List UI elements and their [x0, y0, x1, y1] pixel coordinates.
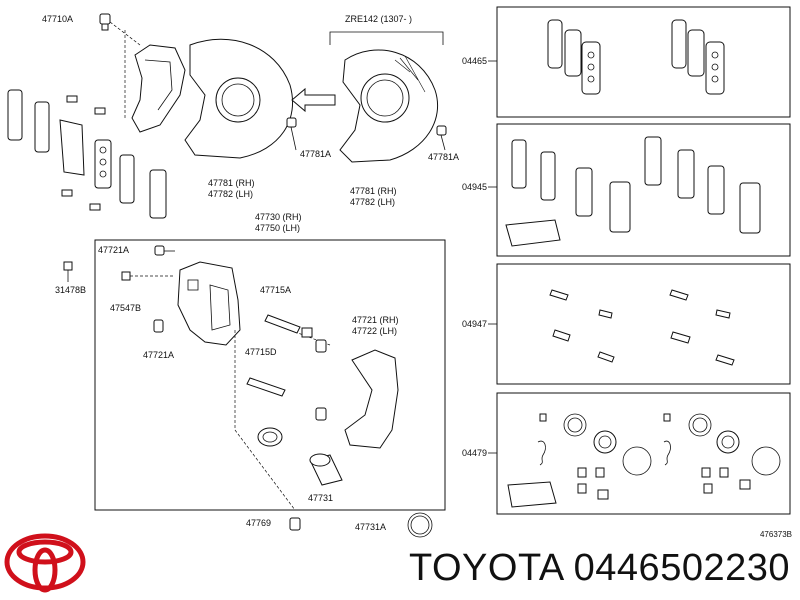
- part-label-47721A-top: 47721A: [98, 245, 129, 255]
- part-label-47721-rh: 47721 (RH): [352, 315, 399, 325]
- brand-part-number: TOYOTA 0446502230: [408, 547, 790, 589]
- part-label-47781-rh-1: 47781 (RH): [208, 178, 255, 188]
- bolt-47781A-right: [436, 125, 447, 151]
- part-label-47782-lh-2: 47782 (LH): [350, 197, 395, 207]
- piston-seal: [257, 427, 283, 447]
- bolt-47769: [289, 517, 301, 531]
- variant-header: ZRE142 (1307- ): [345, 14, 412, 24]
- kit-04479-seal-kit: [507, 413, 781, 508]
- part-label-47715A: 47715A: [260, 285, 291, 295]
- part-label-47769: 47769: [246, 518, 271, 528]
- part-label-47782-lh-1: 47782 (LH): [208, 189, 253, 199]
- kit-label-04479: 04479: [462, 448, 487, 458]
- kit-box-04947: [496, 263, 791, 385]
- caliper-body: [177, 261, 241, 346]
- part-label-47721A-mid: 47721A: [143, 350, 174, 360]
- part-label-47731A: 47731A: [355, 522, 386, 532]
- arrow-icon: [291, 87, 336, 113]
- bleeder-47547B: [121, 271, 175, 281]
- part-label-47781A-left: 47781A: [300, 149, 331, 159]
- kit-label-04465: 04465: [462, 56, 487, 66]
- part-label-47730-rh: 47730 (RH): [255, 212, 302, 222]
- kit-label-04947: 04947: [462, 319, 487, 329]
- part-label-47547B: 47547B: [110, 303, 141, 313]
- kit-04945-shims: [505, 136, 761, 247]
- part-label-31478B: 31478B: [55, 285, 86, 295]
- brake-pad-set-left: [7, 89, 167, 219]
- bolt-47781A-left: [286, 117, 297, 151]
- piston-47731: [309, 453, 343, 486]
- part-label-47781-rh-2: 47781 (RH): [350, 186, 397, 196]
- kit-label-04945: 04945: [462, 182, 487, 192]
- piston-ring-47731A: [407, 512, 433, 538]
- bolt-47721A-mid: [153, 319, 164, 333]
- dust-shield-left: [184, 38, 294, 159]
- guide-pin-47715A: [264, 314, 313, 338]
- caliper-bracket-top: [131, 44, 186, 133]
- part-label-47731: 47731: [308, 493, 333, 503]
- cap-31478B: [63, 261, 73, 282]
- diagram-code: 476373B: [759, 530, 792, 539]
- part-label-47715D: 47715D: [245, 347, 277, 357]
- part-label-47722-lh: 47722 (LH): [352, 326, 397, 336]
- bolt-47721A-top: [154, 245, 175, 256]
- boot-small: [315, 339, 327, 421]
- kit-04465-pads: [547, 19, 725, 95]
- bolt-47710A: [99, 13, 111, 31]
- kit-box-04465: [496, 6, 791, 118]
- guide-pin-47715D: [246, 377, 286, 397]
- part-label-47781A-right: 47781A: [428, 152, 459, 162]
- part-label-47710A: 47710A: [42, 14, 73, 24]
- toyota-logo: [4, 533, 86, 593]
- caliper-bracket: [344, 349, 399, 449]
- part-label-47750-lh: 47750 (LH): [255, 223, 300, 233]
- dust-shield-right: [339, 49, 439, 163]
- pad-clips-left: [61, 95, 106, 211]
- kit-04947-clips: [549, 289, 735, 366]
